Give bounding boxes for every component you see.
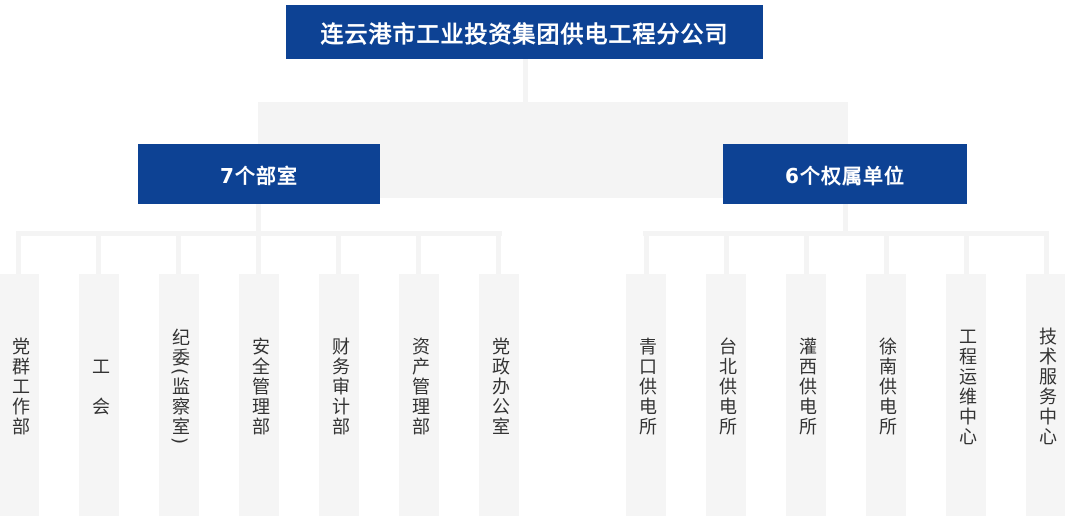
leaf-node: 青口供电所: [626, 274, 666, 516]
leaf-label: 工程运维中心: [956, 327, 977, 447]
root-node: 连云港市工业投资集团供电工程分公司: [286, 5, 763, 59]
leaf-stub-line: [336, 231, 341, 274]
leaf-stub-line: [884, 231, 889, 274]
leaf-label: 台北供电所: [716, 337, 737, 437]
leaf-node: 党政办公室: [479, 274, 519, 516]
group-label-subsidiaries: 6个权属单位: [785, 163, 905, 188]
leaf-label: 技术服务中心: [1036, 327, 1057, 447]
leaf-label: 灌西供电所: [796, 337, 817, 437]
leaf-node: 资产管理部: [399, 274, 439, 516]
leaf-node: 党群工作部: [0, 274, 39, 516]
leaf-stub-line: [176, 231, 181, 274]
subsidiaries-rail-line: [643, 231, 1048, 236]
leaf-node: 工程运维中心: [946, 274, 986, 516]
leaf-label: 纪委(监察室): [169, 327, 190, 447]
leaf-label: 安全管理部: [249, 337, 270, 437]
leaf-node: 安全管理部: [239, 274, 279, 516]
leaf-node: 财务审计部: [319, 274, 359, 516]
leaf-label: 青口供电所: [636, 337, 657, 437]
leaf-stub-line: [964, 231, 969, 274]
leaf-label: 徐南供电所: [876, 337, 897, 437]
leaf-stub-line: [256, 231, 261, 274]
leaf-stub-line: [644, 231, 649, 274]
leaf-node: 灌西供电所: [786, 274, 826, 516]
leaf-stub-line: [496, 231, 501, 274]
group-node-subsidiaries: 6个权属单位: [723, 144, 967, 204]
leaf-label: 党群工作部: [9, 337, 30, 437]
leaf-node: 台北供电所: [706, 274, 746, 516]
leaf-node: 工 会: [79, 274, 119, 516]
leaf-stub-line: [1044, 231, 1049, 274]
leaf-stub-line: [16, 231, 21, 274]
leaf-label: 党政办公室: [489, 337, 510, 437]
leaf-stub-line: [96, 231, 101, 274]
leaf-stub-line: [724, 231, 729, 274]
root-connector-line: [523, 59, 528, 102]
root-title: 连云港市工业投资集团供电工程分公司: [320, 22, 729, 48]
leaf-node: 纪委(监察室): [159, 274, 199, 516]
leaf-stub-line: [804, 231, 809, 274]
departments-stub-line: [256, 204, 261, 236]
subsidiaries-stub-line: [843, 204, 848, 236]
leaf-label: 资产管理部: [409, 337, 430, 437]
leaf-stub-line: [416, 231, 421, 274]
leaf-node: 徐南供电所: [866, 274, 906, 516]
leaf-node: 技术服务中心: [1026, 274, 1065, 516]
leaf-label: 财务审计部: [329, 337, 350, 437]
group-label-departments: 7个部室: [220, 163, 298, 188]
group-node-departments: 7个部室: [138, 144, 380, 204]
leaf-label: 工 会: [89, 357, 110, 417]
